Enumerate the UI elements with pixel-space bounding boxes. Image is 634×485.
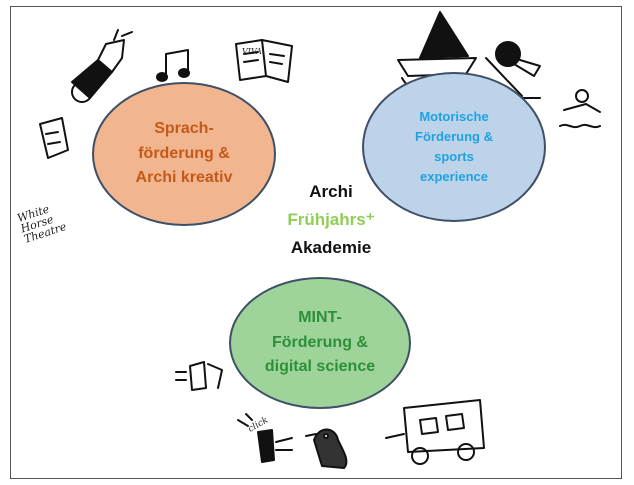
face-sketch-icon: [39, 117, 69, 159]
ellipse-3-line-2: Förderung &: [271, 333, 368, 351]
ellipse-3-line-3: digital science: [264, 358, 376, 376]
music-notes-icon: [156, 49, 190, 82]
ellipse-3-line-1: MINT-: [298, 308, 342, 326]
center-title-line-2: Frühjahrs⁺: [287, 210, 375, 229]
ellipse-mint-foerderung: MINT- Förderung & digital science: [229, 277, 411, 409]
ellipse-motorische-foerderung: Motorische Förderung & sports experience: [362, 72, 546, 222]
swimmer-icon: [559, 89, 601, 129]
ellipse-1-line-1: Sprach-: [154, 119, 214, 137]
projector-spotlight-icon: [71, 29, 133, 103]
table-tennis-icon: [485, 41, 541, 99]
ellipse-2-line-3: sports: [434, 149, 474, 164]
caravan-bus-icon: [385, 399, 485, 465]
sign-label: VIVA: [242, 47, 262, 56]
center-title-line-3: Akademie: [290, 238, 372, 257]
ellipse-2-line-1: Motorische: [419, 108, 489, 124]
center-title-line-1: Archi: [309, 182, 353, 201]
robot-figure-icon: [175, 361, 223, 391]
ellipse-2-line-4: experience: [420, 169, 488, 185]
camera-click-icon: [237, 413, 293, 463]
books-icon: [235, 39, 293, 83]
ellipse-1-line-3: Archi kreativ: [135, 169, 233, 187]
center-title: Archi Frühjahrs⁺ Akademie: [266, 178, 396, 262]
ellipse-1-line-2: förderung &: [138, 144, 230, 162]
ellipse-2-line-2: Förderung &: [415, 128, 493, 144]
bird-icon: [305, 428, 348, 469]
ellipse-sprachfoerderung: Sprach- förderung & Archi kreativ: [92, 82, 276, 226]
